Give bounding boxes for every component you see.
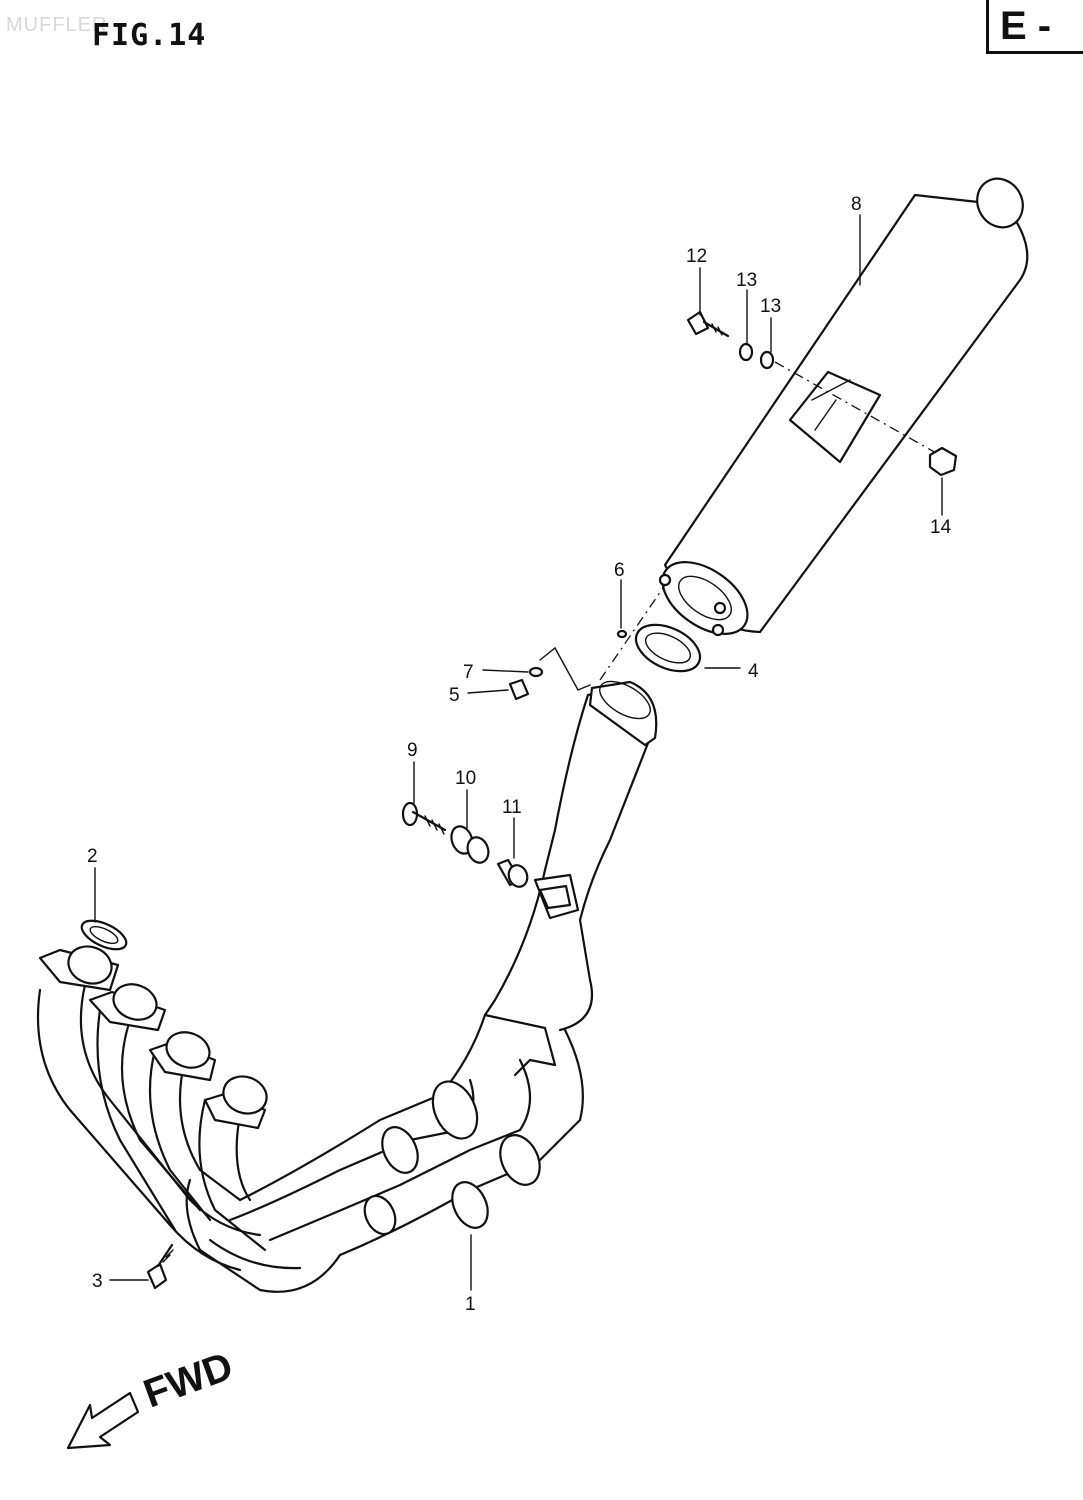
bolt-part-5 xyxy=(508,678,530,701)
callout-6: 6 xyxy=(614,560,625,581)
fwd-label: FWD xyxy=(138,1344,239,1416)
callout-13-a: 13 xyxy=(736,270,757,291)
rubber-bush-part-10 xyxy=(450,825,490,864)
washer-part-13-a xyxy=(738,342,754,362)
section-code: E - xyxy=(1000,4,1052,48)
stud-bolt-part-3 xyxy=(146,1243,174,1290)
leader-lines xyxy=(94,214,943,1291)
nut-part-14 xyxy=(928,446,958,477)
collar-part-11 xyxy=(496,858,529,888)
callout-5: 5 xyxy=(449,685,460,706)
callout-13-b: 13 xyxy=(760,296,781,317)
figure-label: FIG.14 xyxy=(92,18,207,53)
muffler-part-8 xyxy=(658,177,1029,637)
bolt-part-9 xyxy=(401,801,447,835)
callout-1: 1 xyxy=(465,1294,476,1315)
callout-2: 2 xyxy=(87,846,98,867)
bolt-part-12 xyxy=(686,310,730,338)
callout-3: 3 xyxy=(92,1271,103,1292)
washer-part-6 xyxy=(616,629,628,639)
gasket-part-4 xyxy=(634,623,702,673)
forward-direction-indicator: FWD xyxy=(66,1344,239,1450)
callout-7: 7 xyxy=(463,662,474,683)
callout-11: 11 xyxy=(502,797,522,818)
callout-9: 9 xyxy=(407,740,418,761)
callout-10: 10 xyxy=(455,768,476,789)
washer-part-7 xyxy=(528,666,544,678)
callout-14: 14 xyxy=(930,517,952,538)
header-gasket-part-2 xyxy=(80,919,128,951)
faint-page-title: MUFFLER xyxy=(6,14,108,36)
callout-12: 12 xyxy=(686,246,707,267)
callout-4: 4 xyxy=(748,661,759,682)
callout-8: 8 xyxy=(851,194,862,215)
washer-part-13-b xyxy=(759,350,775,370)
section-code-box xyxy=(986,0,1083,54)
exhaust-pipe-part-1 xyxy=(36,680,658,1293)
forward-arrow-icon xyxy=(66,1391,140,1450)
